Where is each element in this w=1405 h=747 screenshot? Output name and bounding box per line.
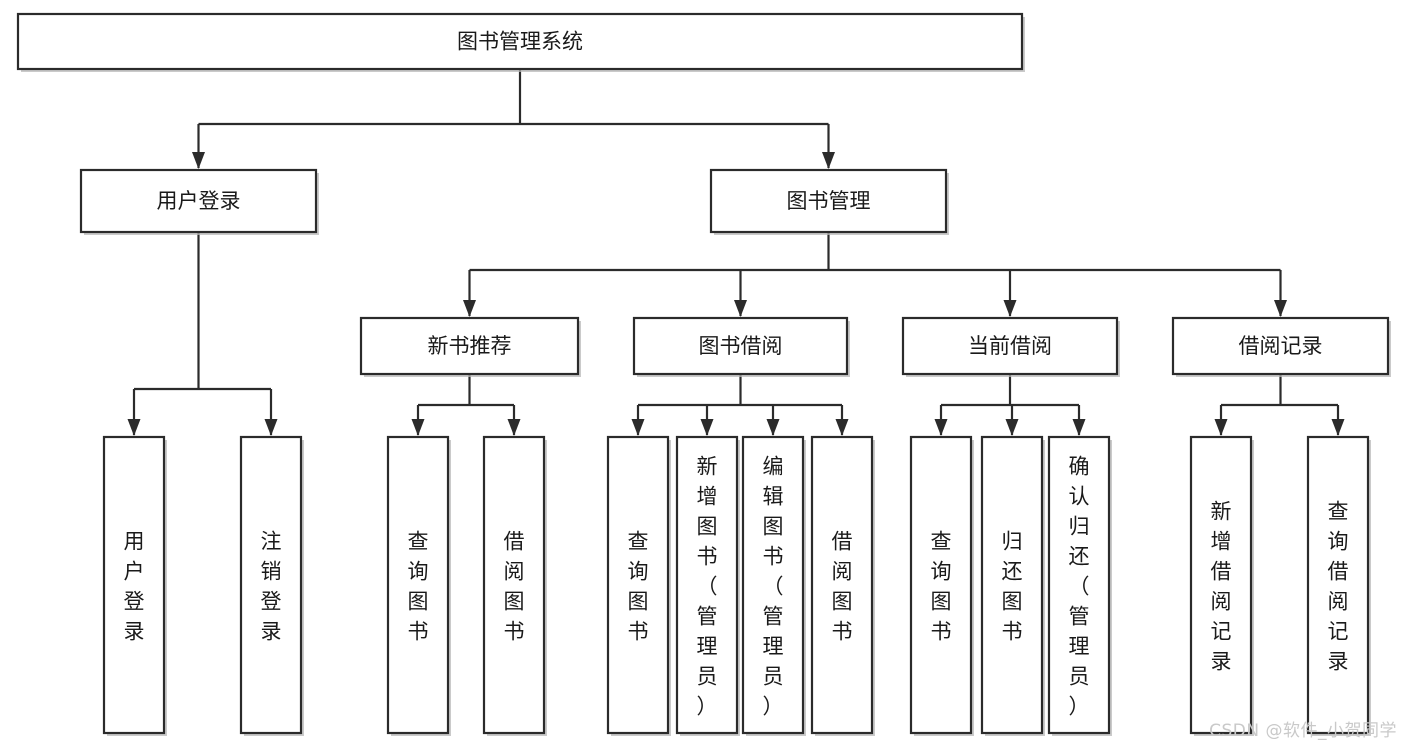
arrow-head-icon [411,419,425,436]
node-label: 用户登录 [124,529,145,643]
node-leaf-query-record[interactable]: 查询借阅记录 [1306,435,1371,736]
node-rect[interactable] [632,316,849,376]
arrow-head-icon [192,152,205,169]
node-leaf-user-login[interactable]: 用户登录 [102,435,167,736]
node-label: 编辑图书（管理员） [763,454,784,718]
csdn-watermark: CSDN @软件_小贺同学 [1209,721,1397,741]
node-leaf-borrow-book[interactable]: 借阅图书 [810,435,875,736]
node-rect[interactable] [901,316,1119,376]
node-label: 查询图书 [628,529,649,643]
node-label: 新增借阅记录 [1211,499,1232,673]
node-leaf-return-book[interactable]: 归还图书 [980,435,1045,736]
node-label: 注销登录 [261,529,282,643]
node-rect[interactable] [79,168,318,234]
node-rect[interactable] [386,435,450,735]
node-root[interactable]: 图书管理系统 [16,12,1025,72]
node-label: 确认归还（管理员） [1069,454,1090,718]
node-leaf-query-book-borrow[interactable]: 查询图书 [606,435,671,736]
connector-lines-group [127,69,1345,436]
node-rect[interactable] [359,316,580,376]
node-rect[interactable] [1189,435,1253,735]
node-user-login[interactable]: 用户登录 [79,168,319,235]
node-rect[interactable] [482,435,546,735]
node-rect[interactable] [1171,316,1390,376]
node-rect[interactable] [709,168,948,234]
node-label: 新书推荐 [428,334,512,358]
node-label: 查询借阅记录 [1328,499,1349,673]
arrow-head-icon [264,419,278,436]
node-rect[interactable] [980,435,1044,735]
node-leaf-edit-book[interactable]: 编辑图书（管理员） [741,435,806,736]
node-label: 借阅记录 [1239,334,1323,358]
node-leaf-confirm-return[interactable]: 确认归还（管理员） [1047,435,1112,736]
node-rect[interactable] [909,435,973,735]
arrow-head-icon [507,419,521,436]
node-current-borrow[interactable]: 当前借阅 [901,316,1120,377]
arrow-head-icon [934,419,948,436]
arrow-head-icon [835,419,849,436]
node-rect[interactable] [1306,435,1370,735]
arrow-head-icon [1214,419,1228,436]
node-rect[interactable] [606,435,670,735]
node-label: 图书借阅 [699,334,783,358]
node-label: 借阅图书 [504,529,525,643]
node-label: 查询图书 [931,529,952,643]
node-label: 查询图书 [408,529,429,643]
node-leaf-logout[interactable]: 注销登录 [239,435,304,736]
node-label: 新增图书（管理员） [697,454,718,718]
node-leaf-add-book[interactable]: 新增图书（管理员） [675,435,740,736]
node-borrow-record[interactable]: 借阅记录 [1171,316,1391,377]
nodes-group: 图书管理系统用户登录图书管理新书推荐图书借阅当前借阅借阅记录用户登录注销登录查询… [16,12,1391,736]
arrow-head-icon [1274,300,1287,317]
node-rect[interactable] [239,435,303,735]
arrow-head-icon [1005,419,1019,436]
node-leaf-query-book-cur[interactable]: 查询图书 [909,435,974,736]
node-new-book-recommend[interactable]: 新书推荐 [359,316,581,377]
arrow-head-icon [1003,300,1017,317]
node-leaf-add-record[interactable]: 新增借阅记录 [1189,435,1254,736]
node-label: 用户登录 [157,189,241,213]
arrow-head-icon [127,419,141,436]
arrow-head-icon [631,419,645,436]
arrow-head-icon [463,300,476,317]
node-rect[interactable] [675,435,739,735]
node-rect[interactable] [810,435,874,735]
arrow-head-icon [766,419,780,436]
arrow-head-icon [1072,419,1086,436]
node-label: 图书管理 [787,189,871,213]
node-rect[interactable] [16,12,1024,71]
arrow-head-icon [1331,419,1345,436]
node-rect[interactable] [741,435,805,735]
arrow-head-icon [822,152,835,169]
node-rect[interactable] [1047,435,1111,735]
arrow-head-icon [734,300,747,317]
node-label: 图书管理系统 [457,30,583,54]
node-label: 归还图书 [1002,529,1023,643]
node-label: 当前借阅 [968,334,1052,358]
node-book-manage[interactable]: 图书管理 [709,168,949,235]
node-label: 借阅图书 [832,529,853,643]
arrow-head-icon [700,419,714,436]
node-leaf-query-book-rec[interactable]: 查询图书 [386,435,451,736]
node-book-borrow[interactable]: 图书借阅 [632,316,850,377]
node-leaf-borrow-book-rec[interactable]: 借阅图书 [482,435,547,736]
node-rect[interactable] [102,435,166,735]
